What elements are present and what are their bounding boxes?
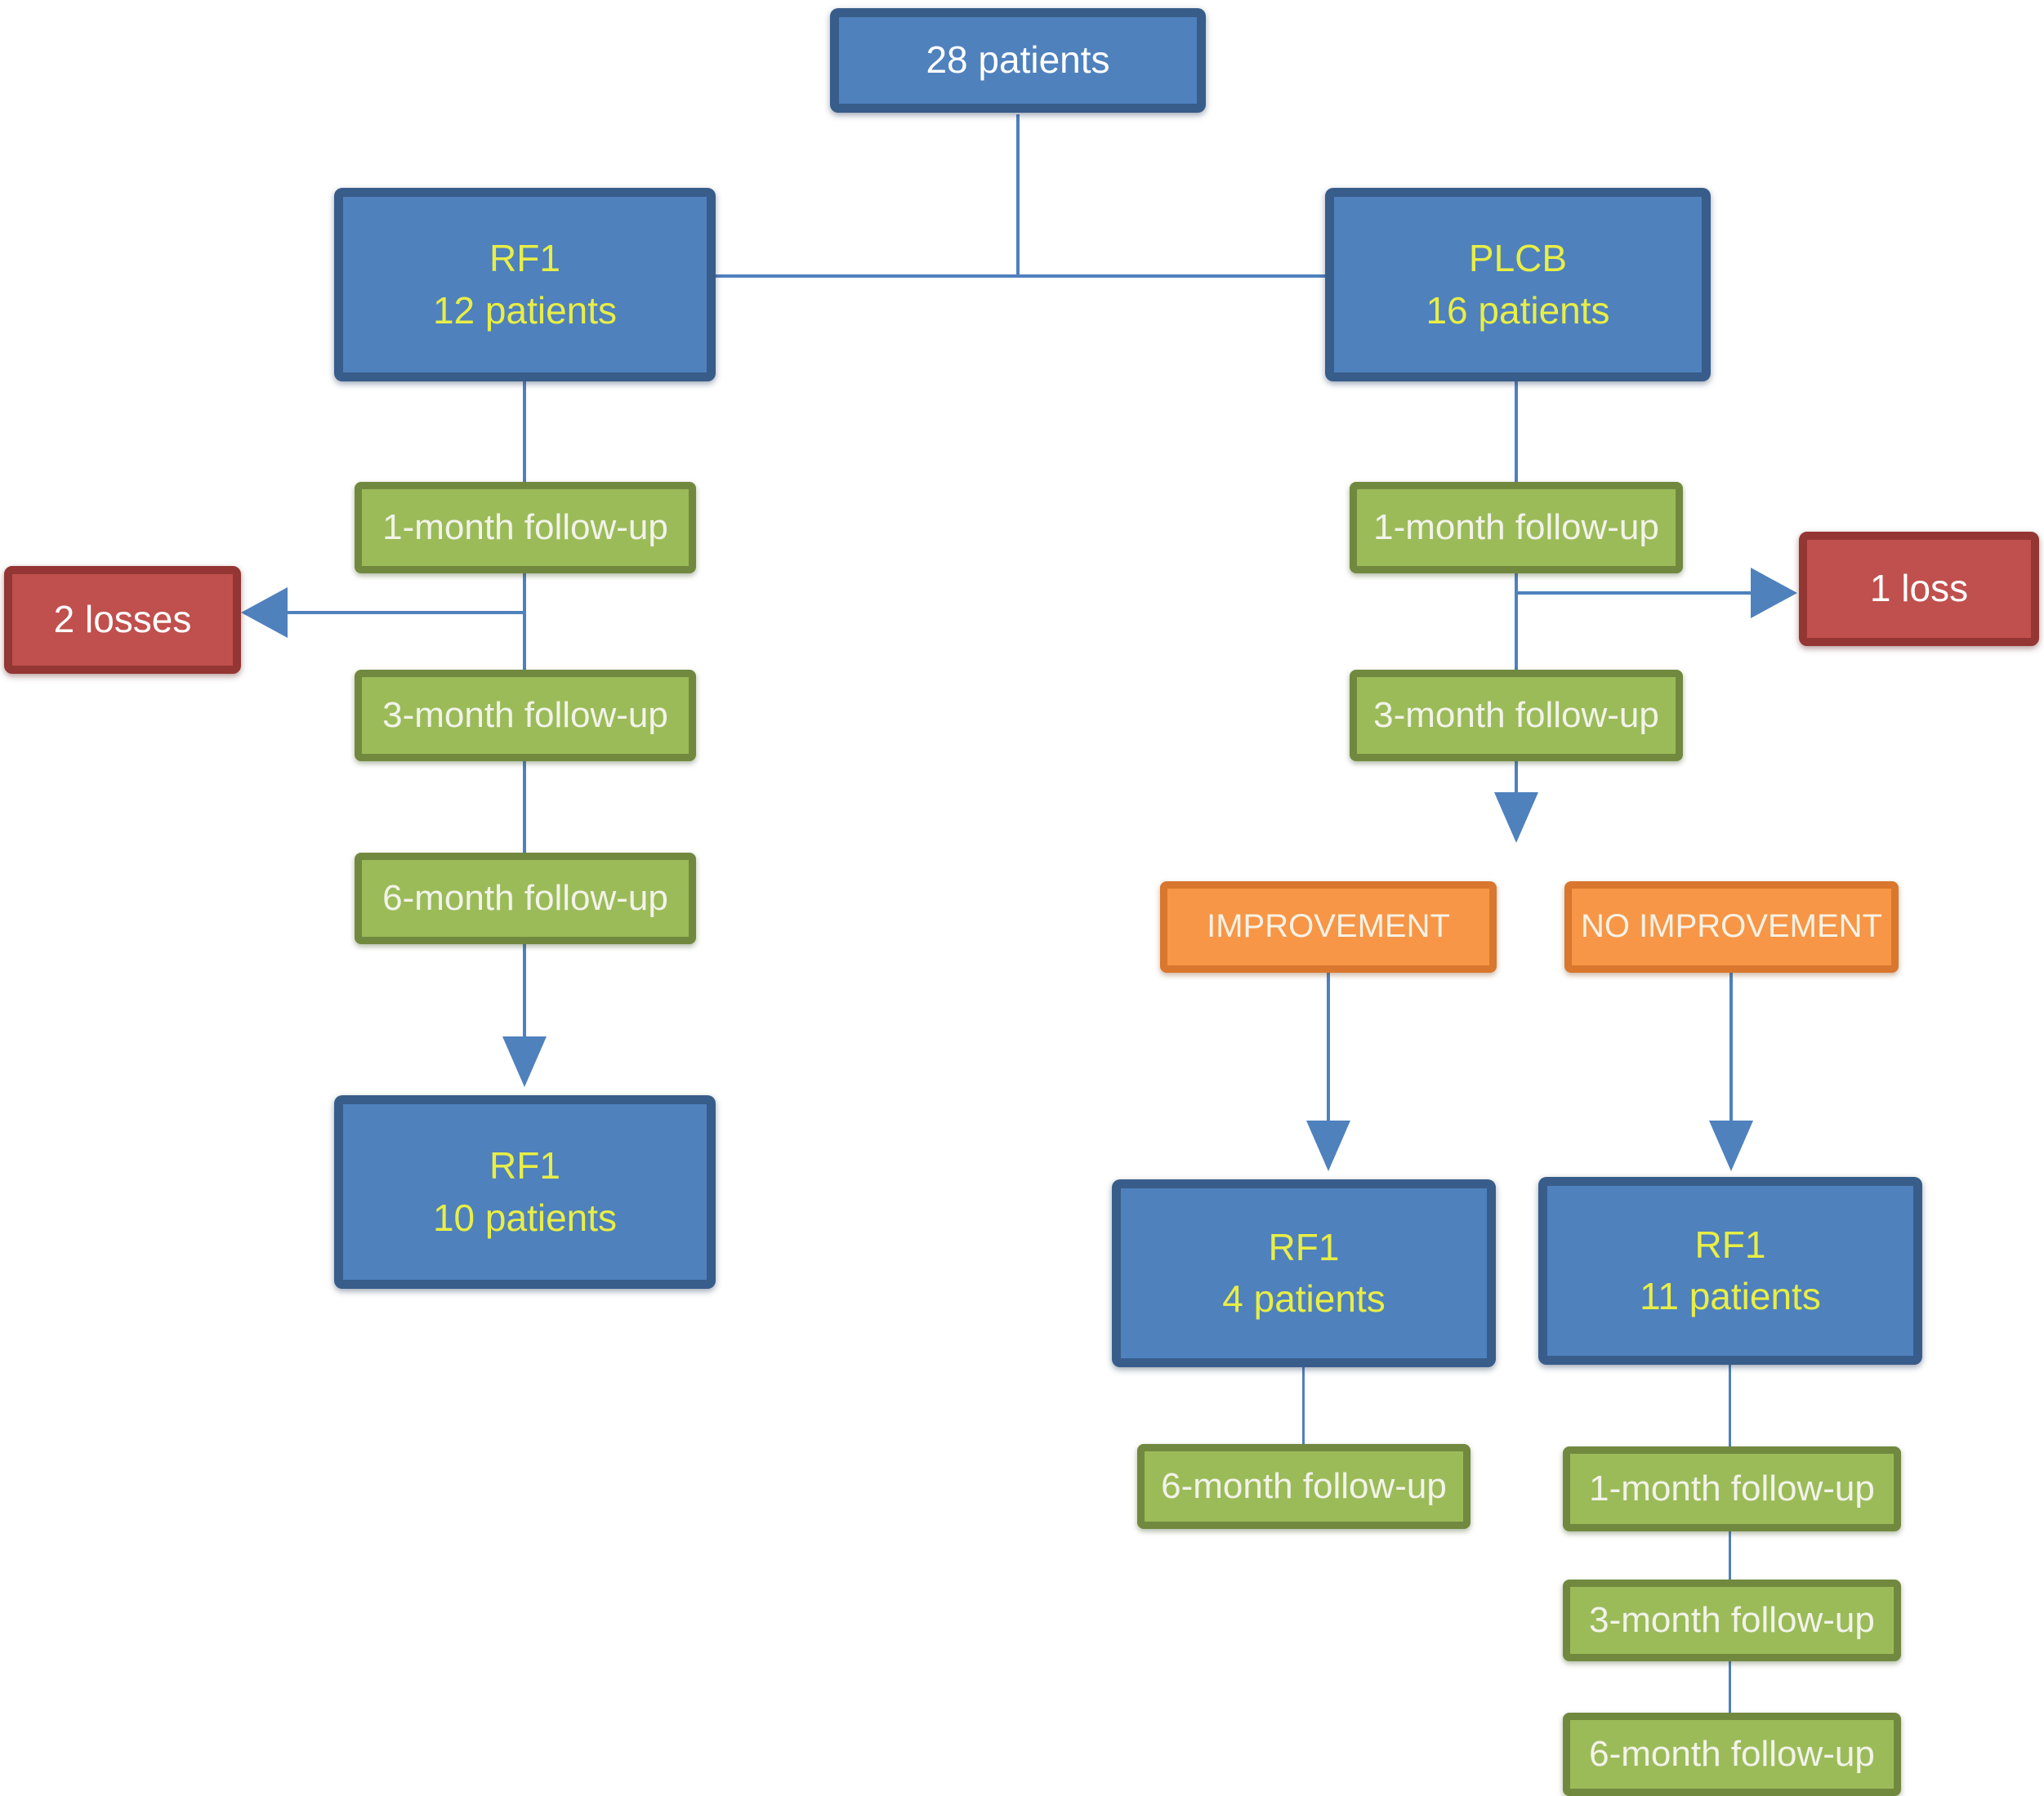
node-total-patients: 28 patients (830, 8, 1206, 113)
node-no-improvement-label: NO IMPROVEMENT (1581, 908, 1882, 945)
connector-arms-hline (716, 274, 1325, 278)
node-plcb-arm: PLCB 16 patients (1325, 188, 1711, 381)
node-rf1-improved: RF1 4 patients (1112, 1179, 1496, 1367)
node-improvement: IMPROVEMENT (1160, 881, 1497, 973)
node-rf1-final-line1: RF1 (489, 1144, 560, 1188)
connector-total-down-vline (1016, 114, 1020, 278)
connector-improvement-vline (1327, 973, 1330, 1124)
arrowhead-to-1-loss-icon (1751, 568, 1797, 618)
node-not-improved-1-month-follow-up: 1-month follow-up (1563, 1446, 1901, 1531)
node-rf1-arm-line1: RF1 (489, 237, 560, 280)
arrowhead-to-rf1-not-improved-icon (1709, 1121, 1753, 1171)
node-right-3-month-follow-up-label: 3-month follow-up (1373, 694, 1659, 735)
node-not-improved-3-month-follow-up-label: 3-month follow-up (1589, 1599, 1875, 1640)
node-2-losses: 2 losses (4, 566, 241, 674)
node-left-1-month-follow-up: 1-month follow-up (355, 482, 696, 573)
node-plcb-arm-line1: PLCB (1468, 237, 1568, 280)
node-rf1-arm: RF1 12 patients (334, 188, 716, 381)
node-not-improved-3-month-follow-up: 3-month follow-up (1563, 1580, 1901, 1661)
node-left-3-month-follow-up: 3-month follow-up (355, 670, 696, 761)
connector-to-2-losses-hline (288, 611, 524, 614)
node-left-6-month-follow-up-label: 6-month follow-up (382, 877, 668, 918)
node-rf1-arm-line2: 12 patients (432, 288, 618, 332)
connector-rf1-not-improved-fu1-vline (1729, 1365, 1731, 1446)
node-right-3-month-follow-up: 3-month follow-up (1350, 670, 1683, 761)
node-not-improved-6-month-follow-up: 6-month follow-up (1563, 1713, 1901, 1796)
node-left-6-month-follow-up: 6-month follow-up (355, 853, 696, 944)
connector-no-improvement-vline (1729, 973, 1733, 1124)
node-left-1-month-follow-up-label: 1-month follow-up (382, 506, 668, 547)
node-right-1-month-follow-up-label: 1-month follow-up (1373, 506, 1659, 547)
connector-to-1-loss-hline (1516, 591, 1751, 595)
node-not-improved-1-month-follow-up-label: 1-month follow-up (1589, 1468, 1875, 1509)
node-rf1-not-improved-line1: RF1 (1694, 1223, 1766, 1266)
connector-right-fu3-down-vline (1515, 761, 1518, 795)
node-total-patients-label: 28 patients (926, 38, 1110, 82)
node-not-improved-6-month-follow-up-label: 6-month follow-up (1589, 1733, 1875, 1774)
node-rf1-not-improved-line2: 11 patients (1640, 1275, 1821, 1317)
node-right-1-month-follow-up: 1-month follow-up (1350, 482, 1683, 573)
node-rf1-improved-line1: RF1 (1268, 1225, 1340, 1268)
node-2-losses-label: 2 losses (53, 598, 192, 641)
node-rf1-improved-line2: 4 patients (1222, 1277, 1386, 1320)
arrowhead-to-rf1-improved-icon (1306, 1121, 1350, 1171)
node-improvement-label: IMPROVEMENT (1207, 908, 1450, 945)
connector-rf1-improved-fu6-vline (1302, 1367, 1305, 1444)
node-rf1-final-line2: 10 patients (432, 1196, 618, 1239)
connector-noimp-fu1-fu3-vline (1729, 1531, 1731, 1580)
node-rf1-not-improved: RF1 11 patients (1538, 1177, 1922, 1365)
node-left-3-month-follow-up-label: 3-month follow-up (382, 694, 668, 735)
connector-noimp-fu3-fu6-vline (1729, 1661, 1731, 1713)
arrowhead-right-fu3-down-icon (1494, 792, 1538, 843)
node-1-loss-label: 1 loss (1869, 567, 1969, 610)
arrowhead-to-2-losses-icon (241, 587, 288, 638)
node-improved-6-month-follow-up-label: 6-month follow-up (1161, 1465, 1447, 1506)
node-no-improvement: NO IMPROVEMENT (1564, 881, 1899, 973)
arrowhead-to-rf1-final-icon (502, 1036, 547, 1087)
node-plcb-arm-line2: 16 patients (1426, 288, 1610, 332)
node-improved-6-month-follow-up: 6-month follow-up (1137, 1444, 1471, 1529)
node-rf1-final: RF1 10 patients (334, 1095, 716, 1289)
node-1-loss: 1 loss (1799, 532, 2039, 646)
